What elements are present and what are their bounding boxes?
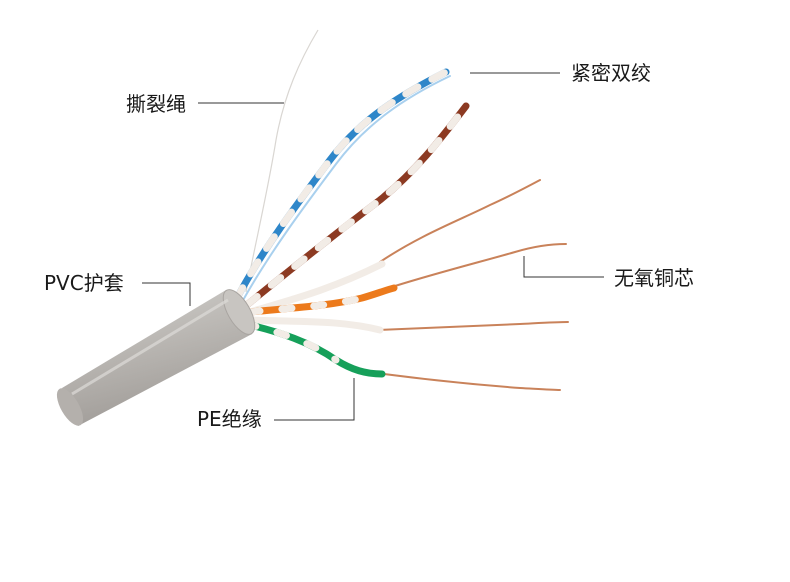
leader-pe-insulation (274, 378, 355, 421)
label-pvc-jacket: PVC护套 (44, 271, 124, 295)
leader-lines (142, 72, 604, 421)
blue-pair (232, 68, 451, 304)
rip-cord-thread (245, 29, 319, 293)
leader-pvc-jacket (142, 282, 191, 306)
label-twisted-pair: 紧密双绞 (571, 61, 651, 85)
leader-copper-core (523, 256, 604, 278)
orange-pair (246, 284, 398, 316)
copper-conductors (377, 179, 569, 391)
brown-pair (244, 102, 470, 308)
label-pe-insulation: PE绝缘 (197, 407, 262, 431)
green-pair (242, 320, 386, 378)
label-copper-core: 无氧铜芯 (614, 266, 694, 290)
label-rip-cord: 撕裂绳 (126, 92, 186, 116)
pvc-jacket-body (56, 289, 256, 426)
